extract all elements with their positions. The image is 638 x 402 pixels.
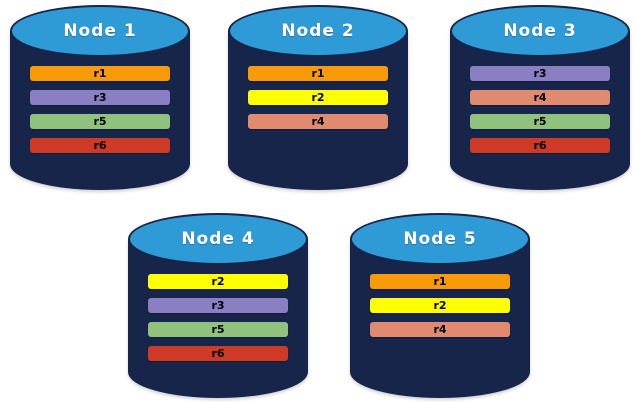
replica-bar-r3[interactable]: r3 <box>470 66 610 81</box>
cylinder-body <box>228 31 408 190</box>
replica-list: r2 r3 r5 r6 <box>128 274 308 370</box>
replica-bar-r2[interactable]: r2 <box>148 274 288 289</box>
replica-bar-r5[interactable]: r5 <box>470 114 610 129</box>
replica-bar-r1[interactable]: r1 <box>248 66 388 81</box>
cylinder-top-ellipse <box>128 213 308 265</box>
replica-list: r1 r2 r4 <box>350 274 530 346</box>
replica-bar-r4[interactable]: r4 <box>470 90 610 105</box>
replica-bar-r3[interactable]: r3 <box>148 298 288 313</box>
database-node-5[interactable]: Node 5 r1 r2 r4 <box>350 213 530 398</box>
replica-bar-r5[interactable]: r5 <box>148 322 288 337</box>
replica-list: r3 r4 r5 r6 <box>450 66 630 162</box>
cylinder-body <box>128 239 308 398</box>
node-label: Node 2 <box>281 21 355 41</box>
cylinder-body <box>10 31 190 190</box>
replica-bar-r3[interactable]: r3 <box>30 90 170 105</box>
replica-bar-r2[interactable]: r2 <box>370 298 510 313</box>
cylinder-top-ellipse <box>350 213 530 265</box>
replica-bar-r4[interactable]: r4 <box>370 322 510 337</box>
replica-list: r1 r3 r5 r6 <box>10 66 190 162</box>
database-node-1[interactable]: Node 1 r1 r3 r5 r6 <box>10 5 190 190</box>
cylinder-top-ellipse <box>450 5 630 57</box>
cylinder-body <box>450 31 630 190</box>
node-label: Node 4 <box>181 229 255 249</box>
replica-bar-r1[interactable]: r1 <box>30 66 170 81</box>
node-label: Node 3 <box>503 21 577 41</box>
cylinder-top-ellipse <box>228 5 408 57</box>
node-label: Node 1 <box>63 21 137 41</box>
replica-bar-r6[interactable]: r6 <box>148 346 288 361</box>
replica-bar-r4[interactable]: r4 <box>248 114 388 129</box>
cylinder-top-ellipse <box>10 5 190 57</box>
database-node-2[interactable]: Node 2 r1 r2 r4 <box>228 5 408 190</box>
replica-bar-r2[interactable]: r2 <box>248 90 388 105</box>
replica-list: r1 r2 r4 <box>228 66 408 138</box>
replica-bar-r6[interactable]: r6 <box>470 138 610 153</box>
cylinder-body <box>350 239 530 398</box>
database-node-4[interactable]: Node 4 r2 r3 r5 r6 <box>128 213 308 398</box>
replica-bar-r6[interactable]: r6 <box>30 138 170 153</box>
replica-bar-r1[interactable]: r1 <box>370 274 510 289</box>
replica-bar-r5[interactable]: r5 <box>30 114 170 129</box>
database-node-3[interactable]: Node 3 r3 r4 r5 r6 <box>450 5 630 190</box>
node-label: Node 5 <box>403 229 477 249</box>
